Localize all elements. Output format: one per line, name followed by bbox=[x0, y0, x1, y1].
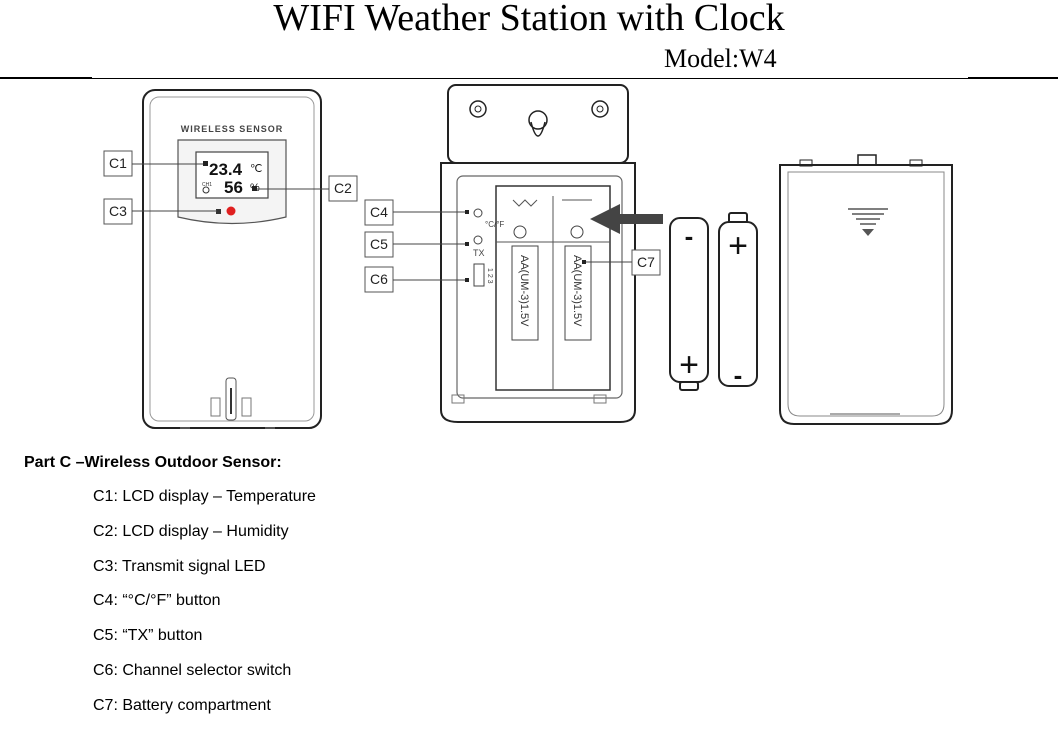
section-heading: Part C –Wireless Outdoor Sensor: bbox=[24, 454, 282, 471]
battery-left: - + bbox=[669, 217, 709, 391]
svg-text:C3: C3 bbox=[109, 203, 127, 219]
grip-icon bbox=[848, 208, 888, 236]
header-rule-right bbox=[968, 77, 1058, 79]
tx-button-label: TX bbox=[473, 248, 485, 258]
sensor-front: WIRELESS SENSOR 23.4 ℃ CH1 56 % bbox=[142, 89, 322, 429]
sensor-back: AA(UM-3)1.5V AA(UM-3)1.5V °C/°F TX 1 2 3 bbox=[440, 84, 636, 423]
sensor-diagram: WIRELESS SENSOR 23.4 ℃ CH1 56 % C1 C2 C3 bbox=[103, 84, 953, 429]
list-item-c2: C2: LCD display – Humidity bbox=[93, 522, 289, 540]
svg-text:C5: C5 bbox=[370, 236, 388, 252]
component-list: C1: LCD display – Temperature C2: LCD di… bbox=[93, 487, 316, 731]
lcd-temperature: 23.4 bbox=[209, 160, 243, 179]
battery-label-left: AA(UM-3)1.5V bbox=[518, 255, 530, 327]
header-rule-left bbox=[0, 77, 92, 79]
insert-arrow-icon bbox=[590, 204, 663, 234]
led-indicator bbox=[226, 206, 236, 216]
svg-text:C4: C4 bbox=[370, 204, 388, 220]
svg-text:C6: C6 bbox=[370, 271, 388, 287]
callout-c5: C5 bbox=[364, 231, 469, 258]
battery-left-plus: + bbox=[679, 346, 699, 384]
sensor-brand-text: WIRELESS SENSOR bbox=[181, 124, 284, 134]
list-item-c1: C1: LCD display – Temperature bbox=[93, 488, 316, 505]
unit-button-label: °C/°F bbox=[485, 220, 504, 229]
antenna-icon bbox=[202, 186, 210, 194]
svg-text:C2: C2 bbox=[334, 180, 352, 196]
tx-button bbox=[473, 235, 483, 245]
callout-c2: C2 bbox=[257, 175, 358, 202]
callout-c7: C7 bbox=[582, 249, 661, 276]
battery-right-plus: + bbox=[728, 227, 748, 265]
battery-left-minus: - bbox=[685, 221, 694, 251]
header-rule bbox=[92, 78, 968, 79]
callout-c3: C3 bbox=[103, 198, 217, 225]
channel-switch-label: 1 2 3 bbox=[486, 268, 493, 284]
battery-right: + - bbox=[718, 212, 758, 390]
callout-c6: C6 bbox=[364, 266, 469, 293]
list-item-c6: C6: Channel selector switch bbox=[93, 661, 292, 679]
list-item-c7: C7: Battery compartment bbox=[93, 696, 271, 714]
svg-text:C7: C7 bbox=[637, 254, 655, 270]
model-number: Model:W4 bbox=[664, 44, 777, 73]
lcd-humidity: 56 bbox=[224, 178, 243, 197]
battery-right-minus: - bbox=[734, 360, 743, 390]
callout-c4: C4 bbox=[364, 199, 469, 226]
lcd-channel: CH1 bbox=[202, 182, 212, 188]
lcd-temp-unit: ℃ bbox=[250, 163, 262, 175]
document-title: WIFI Weather Station with Clock bbox=[273, 0, 785, 39]
battery-label-right: AA(UM-3)1.5V bbox=[571, 255, 583, 327]
svg-text:C1: C1 bbox=[109, 155, 127, 171]
callout-c1: C1 bbox=[103, 150, 203, 177]
battery-cover bbox=[779, 154, 953, 425]
list-item-c4: C4: “°C/°F” button bbox=[93, 592, 221, 610]
unit-button bbox=[473, 208, 483, 218]
list-item-c3: C3: Transmit signal LED bbox=[93, 557, 266, 575]
list-item-c5: C5: “TX” button bbox=[93, 627, 203, 645]
channel-switch bbox=[473, 263, 485, 287]
